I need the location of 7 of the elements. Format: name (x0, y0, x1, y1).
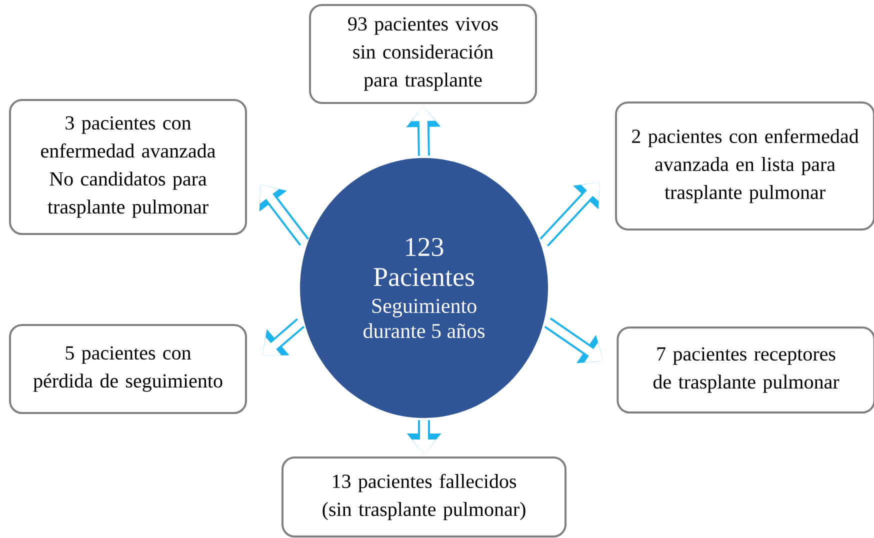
outcome-box: 7 pacientes receptores de trasplante pulmonar (616, 326, 874, 414)
outcome-box: 93 pacientes vivos sin consideración para trasplante (309, 4, 537, 104)
outcome-box: 2 pacientes con enfermedad avanzada en lista para trasplante pulmonar (615, 102, 874, 230)
outcome-box: 13 pacientes fallecidos (sin trasplante pulmonar) (282, 456, 566, 538)
circle-node: 123 Pacientes Seguimiento durante 5 años (300, 158, 548, 418)
outcome-box: 3 pacientes con enfermedad avanzada No candidatos para trasplante pulmonar (9, 99, 247, 235)
outcome-box: 5 pacientes con pérdida de seguimiento (9, 324, 247, 414)
